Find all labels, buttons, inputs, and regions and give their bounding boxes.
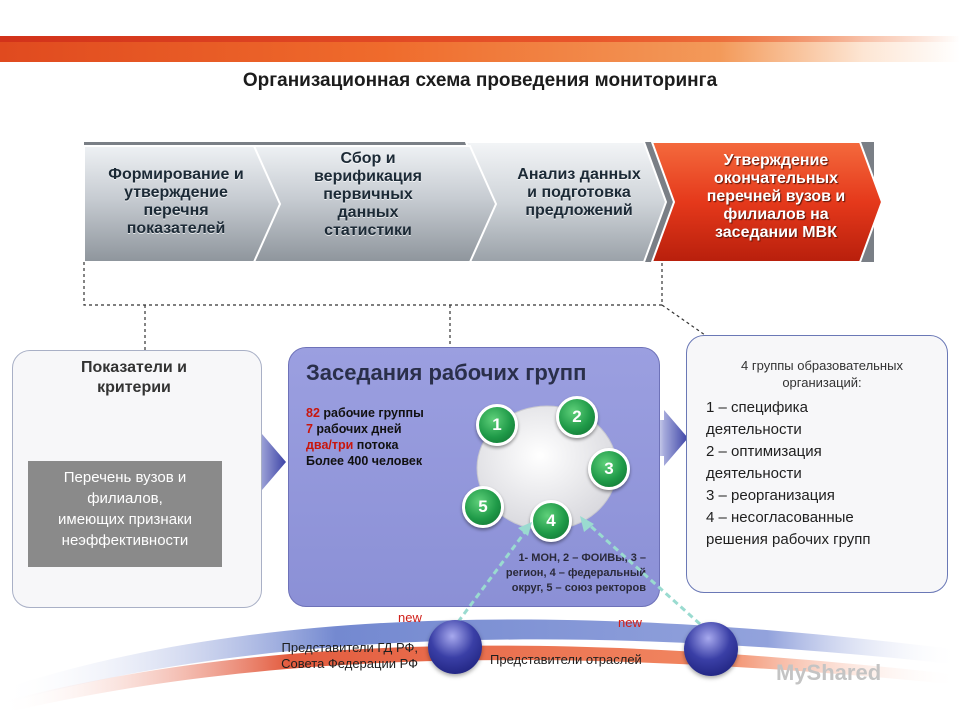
- stage-1-chevron: [83, 145, 282, 263]
- working-groups-info: 82 рабочие группы 7 рабочих дней два/три…: [306, 406, 424, 468]
- participant-circle-2: 2: [556, 396, 598, 438]
- groups-panel: [686, 335, 948, 593]
- representatives-parliament-label: Представители ГД РФ,Совета Федерации РФ: [281, 640, 418, 671]
- new-label-right: new: [618, 615, 642, 630]
- watermark: MyShared: [776, 660, 882, 685]
- participant-circle-1: 1: [476, 404, 518, 446]
- participants-legend: 1- МОН, 2 – ФОИВы, 3 –регион, 4 – федера…: [505, 552, 646, 594]
- stage-4-chevron: [650, 141, 884, 263]
- representatives-industry-label: Представители отраслей: [490, 652, 642, 667]
- representative-ball-right: [684, 622, 738, 676]
- working-groups-title: Заседания рабочих групп: [306, 360, 587, 385]
- connector-bracket: [83, 262, 663, 306]
- participant-circle-4: 4: [530, 500, 572, 542]
- connector-right: [661, 304, 706, 336]
- representative-ball-left: [428, 620, 482, 674]
- header-band-accent: [0, 36, 960, 42]
- new-label-left: new: [398, 610, 422, 625]
- participant-circle-3: 3: [588, 448, 630, 490]
- group-item-3: 3 – реорганизация: [706, 487, 835, 504]
- participant-circle-5: 5: [462, 486, 504, 528]
- page-title: Организационная схема проведения монитор…: [242, 70, 718, 91]
